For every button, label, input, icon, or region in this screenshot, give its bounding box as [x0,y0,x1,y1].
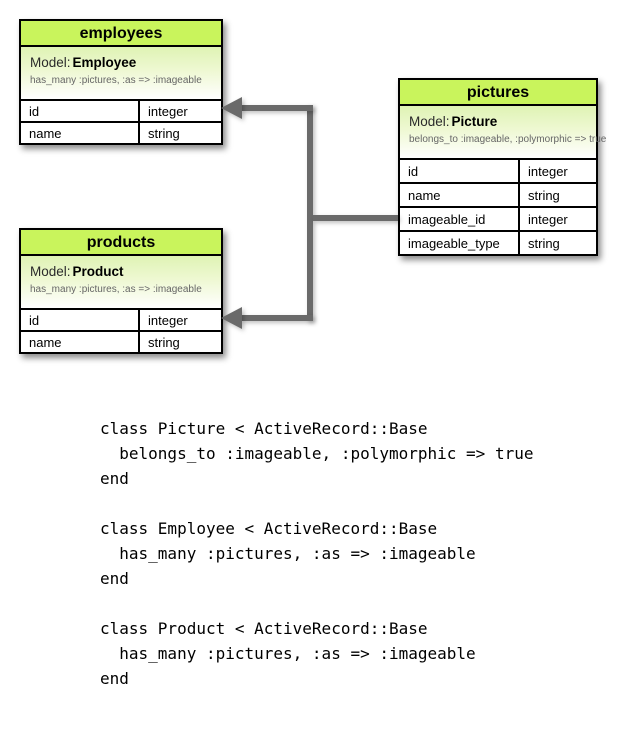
table-row: imageable_id integer [400,206,596,230]
code-line: belongs_to :imageable, :polymorphic => t… [100,444,534,463]
connector-to-employees-line [240,105,313,111]
column-type: integer [138,101,221,121]
table-title-employees: employees [21,21,221,47]
model-association: has_many :pictures, :as => :imageable [30,75,202,86]
column-field: imageable_id [408,211,486,227]
column-field: name [29,334,62,350]
code-line: end [100,669,129,688]
model-name: Product [72,264,124,279]
column-field: id [29,103,40,119]
code-block-employee: class Employee < ActiveRecord::Base has_… [100,516,533,591]
model-label: Model: [30,264,71,279]
code-line: has_many :pictures, :as => :imageable [100,644,476,663]
model-association: belongs_to :imageable, :polymorphic => t… [409,134,607,145]
model-line: Model:Employee [30,55,213,70]
model-line: Model:Product [30,264,213,279]
column-type: integer [518,208,596,230]
table-row: id integer [21,99,221,121]
code-block-picture: class Picture < ActiveRecord::Base belon… [100,416,533,491]
code-line: class Product < ActiveRecord::Base [100,619,428,638]
code-line: class Picture < ActiveRecord::Base [100,419,428,438]
column-field: id [408,163,419,179]
arrowhead-products-icon [221,307,242,329]
column-field: name [29,125,62,141]
model-label: Model: [30,55,71,70]
model-name: Picture [451,114,498,129]
model-label: Model: [409,114,450,129]
model-name: Employee [72,55,137,70]
connector-to-products-line [240,315,313,321]
ruby-code-listing: class Picture < ActiveRecord::Base belon… [100,416,533,716]
table-row: id integer [400,158,596,182]
model-line: Model:Picture [409,114,588,129]
arrowhead-employees-icon [221,97,242,119]
table-row: name string [400,182,596,206]
model-section-products: Model:Product has_many :pictures, :as =>… [21,256,221,308]
table-row: imageable_type string [400,230,596,254]
code-line: end [100,569,129,588]
table-title-pictures: pictures [400,80,596,106]
column-field: name [408,187,441,203]
model-section-pictures: Model:Picture belongs_to :imageable, :po… [400,106,607,158]
column-type: string [138,123,221,143]
table-title-products: products [21,230,221,256]
table-row: name string [21,121,221,143]
code-line: end [100,469,129,488]
code-line: has_many :pictures, :as => :imageable [100,544,476,563]
model-association: has_many :pictures, :as => :imageable [30,284,202,295]
column-field: imageable_type [408,235,500,251]
code-line: class Employee < ActiveRecord::Base [100,519,438,538]
column-type: string [518,184,596,206]
model-section-employees: Model:Employee has_many :pictures, :as =… [21,47,221,99]
connector-vertical-line [307,105,313,321]
column-type: string [518,232,596,254]
table-row: id integer [21,308,221,330]
table-row: name string [21,330,221,352]
code-block-product: class Product < ActiveRecord::Base has_m… [100,616,533,691]
column-type: string [138,332,221,352]
column-field: id [29,312,40,328]
connector-from-pictures-line [313,215,398,221]
erd-table-employees: employees Model:Employee has_many :pictu… [19,19,223,145]
erd-table-pictures: pictures Model:Picture belongs_to :image… [398,78,607,256]
erd-table-products: products Model:Product has_many :picture… [19,228,223,354]
column-type: integer [518,160,596,182]
column-type: integer [138,310,221,330]
